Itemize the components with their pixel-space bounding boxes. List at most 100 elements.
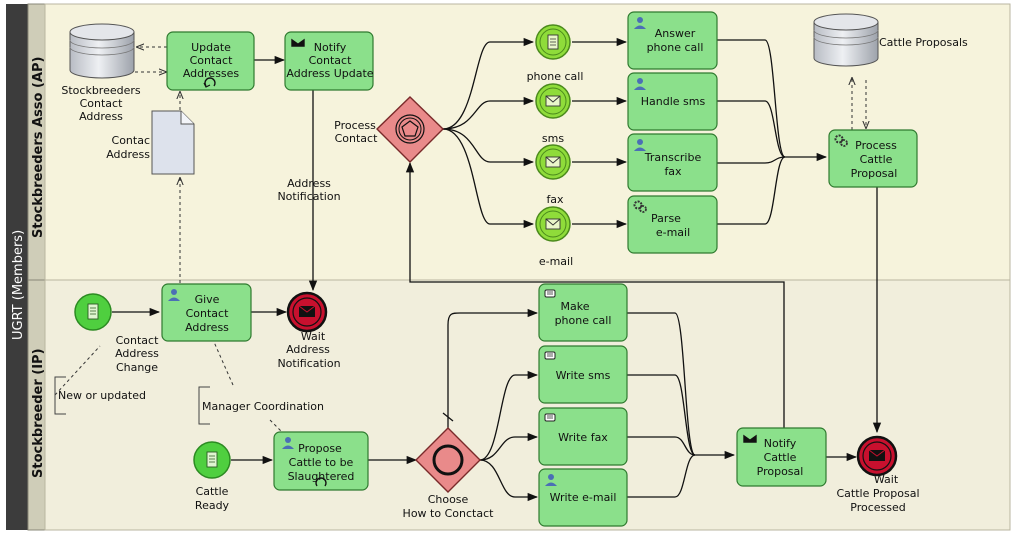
- event-label-1: Contact: [116, 334, 159, 347]
- user-icon: [634, 139, 646, 151]
- task-label-2: Contact: [186, 307, 229, 320]
- flow-parse-to-process: [717, 156, 786, 225]
- task-label-1: Handle sms: [641, 95, 706, 108]
- flow-label-1: Address: [287, 177, 331, 190]
- send-message-icon: [290, 37, 306, 48]
- service-gear-icon: [633, 200, 647, 213]
- gateway-choose-contact[interactable]: [415, 427, 481, 493]
- flow-label-2: Notification: [277, 190, 340, 203]
- task-process-cattle-proposal[interactable]: Process Cattle Proposal: [828, 129, 918, 188]
- event-fax[interactable]: [535, 144, 571, 180]
- message-icon: [545, 156, 561, 168]
- manual-hand-icon: [544, 289, 556, 298]
- event-label-1: Wait: [301, 330, 326, 343]
- event-sms[interactable]: [535, 83, 571, 119]
- event-contact-address-change[interactable]: [74, 293, 112, 331]
- flow-transcribe-to-process: [717, 156, 786, 164]
- task-label-1: Transcribe: [644, 151, 702, 164]
- flow-gw-to-write-email: [479, 459, 539, 502]
- user-icon: [168, 289, 180, 301]
- loop-icon: [204, 77, 216, 87]
- event-email[interactable]: [535, 206, 571, 242]
- data-store-cattle-proposals[interactable]: Cattle Proposals: [813, 13, 968, 67]
- task-label-2: phone call: [647, 41, 704, 54]
- send-message-icon: [742, 433, 758, 444]
- assoc-ann-new-updated: [54, 345, 101, 396]
- task-transcribe-fax[interactable]: Transcribe fax: [627, 133, 718, 192]
- task-label-1: Process: [855, 139, 897, 152]
- gateway-label-2: How to Conctact: [403, 507, 495, 520]
- user-icon: [634, 17, 646, 29]
- store-label: Cattle Proposals: [879, 36, 968, 49]
- event-wait-cattle-proposal[interactable]: [856, 435, 898, 477]
- task-label-1: Update: [191, 41, 231, 54]
- user-icon: [282, 437, 294, 449]
- task-label-3: Address Update: [286, 67, 373, 80]
- task-label-2: phone call: [555, 314, 612, 327]
- task-label-1: Write fax: [558, 431, 608, 444]
- event-phone-call[interactable]: [535, 24, 571, 60]
- task-update-contact-addresses[interactable]: Update Contact Addresses: [166, 31, 255, 91]
- event-label-email: e-mail: [539, 255, 573, 268]
- bracket-new-or-updated: [54, 376, 66, 415]
- task-label-2: Contact: [309, 54, 352, 67]
- flow-notify-to-process-contact: [405, 161, 785, 428]
- task-label-1: Notify: [764, 437, 797, 450]
- task-handle-sms[interactable]: Handle sms: [627, 72, 718, 131]
- task-label-3: Proposal: [757, 465, 804, 478]
- cylinder-top: [69, 23, 135, 41]
- task-parse-email[interactable]: Parse e-mail: [627, 195, 718, 254]
- task-propose-cattle[interactable]: Propose Cattle to be Slaughtered: [273, 431, 369, 491]
- store-label-1: Stockbreeders: [61, 84, 141, 97]
- flow-gw-to-make-call: [447, 308, 539, 428]
- pool-header: [6, 4, 28, 530]
- task-notify-contact-address-update[interactable]: Notify Contact Address Update: [284, 31, 374, 91]
- document-fold: [180, 111, 194, 125]
- task-write-fax[interactable]: Write fax: [538, 407, 628, 466]
- event-label-fax: fax: [546, 193, 564, 206]
- message-icon: [298, 305, 316, 317]
- loop-icon: [315, 477, 327, 487]
- cylinder-top: [813, 13, 879, 31]
- pool-label: UGRT (Members): [11, 230, 26, 340]
- data-store-stockbreeders[interactable]: Stockbreeders Contact Address: [61, 23, 141, 123]
- event-label-3: Change: [116, 361, 158, 374]
- flow-answer-to-process: [717, 39, 828, 162]
- lane-label-top: Stockbreeders Asso (AP): [31, 57, 46, 238]
- event-cattle-ready[interactable]: [193, 441, 231, 479]
- flow-make-call-to-notify: [627, 312, 736, 460]
- gateway-label-1: Process: [334, 119, 376, 132]
- task-label-2: Contact: [190, 54, 233, 67]
- task-label-3: Address: [185, 321, 229, 334]
- flow-handle-to-process: [717, 100, 786, 158]
- data-object-contact-address[interactable]: Contac Address: [106, 110, 195, 175]
- user-icon: [545, 474, 557, 486]
- task-label-1: Write sms: [556, 369, 611, 382]
- conditional-doc-icon: [87, 303, 99, 320]
- cylinder-band: [813, 29, 879, 46]
- task-write-sms[interactable]: Write sms: [538, 345, 628, 404]
- default-flow-slash: [442, 412, 454, 422]
- circle-icon: [432, 444, 464, 476]
- flow-gw-to-write-sms: [479, 370, 539, 461]
- task-label-1: Parse: [651, 212, 681, 225]
- task-notify-cattle-proposal[interactable]: Notify Cattle Proposal: [736, 427, 827, 487]
- event-label-sms: sms: [542, 132, 564, 145]
- message-icon: [545, 218, 561, 230]
- annotation-manager-coordination: Manager Coordination: [202, 400, 324, 413]
- task-label-3: Addresses: [183, 67, 240, 80]
- event-label-2: Address: [115, 347, 159, 360]
- cylinder-band: [69, 39, 135, 56]
- doc-label-1: Contac: [112, 134, 150, 147]
- message-icon: [545, 95, 561, 107]
- task-write-email[interactable]: Write e-mail: [538, 468, 628, 527]
- task-answer-phone-call[interactable]: Answer phone call: [627, 11, 718, 70]
- event-wait-address-notification[interactable]: [286, 291, 328, 333]
- user-icon: [634, 78, 646, 90]
- task-label-2: Cattle: [860, 153, 893, 166]
- task-give-contact-address[interactable]: Give Contact Address: [161, 283, 252, 342]
- task-make-phone-call[interactable]: Make phone call: [538, 283, 628, 342]
- gateway-process-contact[interactable]: [376, 96, 444, 163]
- lane-label-bottom: Stockbreeder (IP): [31, 348, 46, 478]
